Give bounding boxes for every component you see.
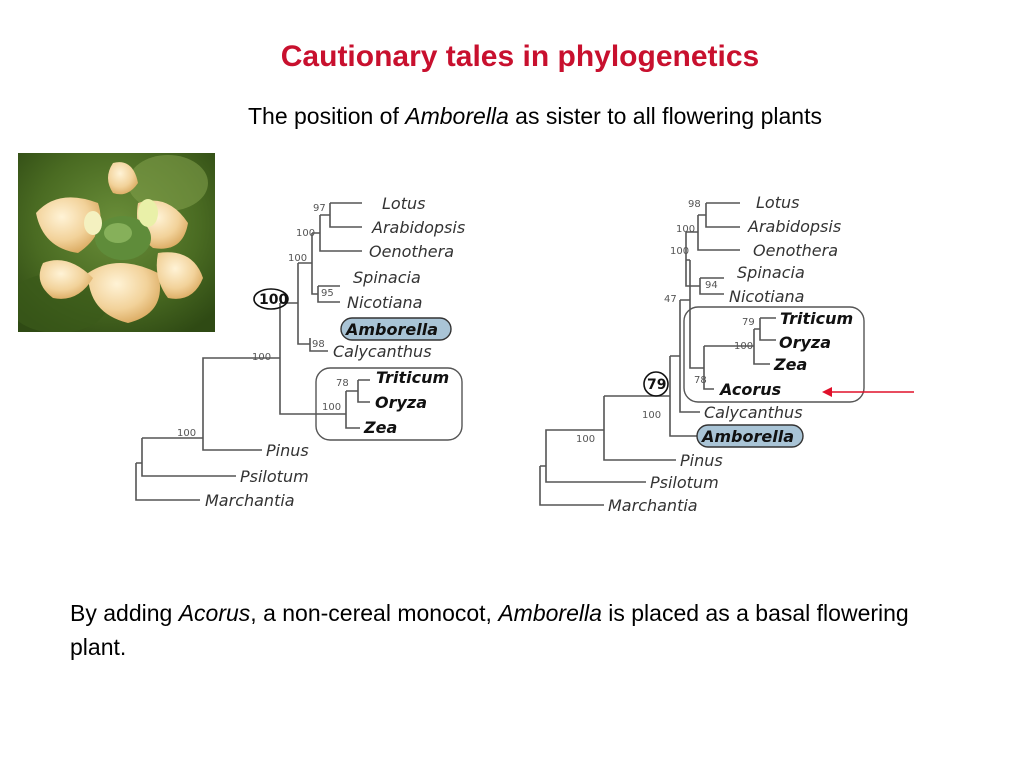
support-circle <box>643 371 669 397</box>
amborella-flower-photo <box>18 153 215 332</box>
support-value: 79 <box>647 377 666 393</box>
taxon-label: Triticum <box>376 368 449 387</box>
taxon-label: Psilotum <box>240 467 309 486</box>
support-value: 95 <box>321 288 334 299</box>
tree-branch <box>703 345 754 390</box>
tree-branch <box>699 277 724 295</box>
support-value: 100 <box>252 352 271 363</box>
tree-branch <box>759 317 776 341</box>
tree-branch <box>603 395 676 461</box>
taxon-label: Psilotum <box>650 473 719 492</box>
tree-branch <box>753 328 770 365</box>
tree-branch <box>539 465 604 506</box>
tree-branch <box>679 299 700 413</box>
amborella-highlight <box>340 317 452 341</box>
support-value: 100 <box>296 228 315 239</box>
tree-branch <box>141 437 236 477</box>
taxon-label: Marchantia <box>608 496 698 515</box>
taxon-label: Acorus <box>718 380 781 399</box>
tree-branch <box>545 429 646 483</box>
taxon-label: Arabidopsis <box>747 217 841 236</box>
tree-branch <box>279 302 346 415</box>
taxon-label: Spinacia <box>737 263 805 282</box>
tree-branch <box>135 462 200 501</box>
right-tree: Lotus Arabidopsis Oenothera Spinacia Nic… <box>539 193 865 515</box>
slide-title: Cautionary tales in phylogenetics <box>280 40 760 73</box>
taxon-label: Spinacia <box>353 268 421 287</box>
left-tree: Lotus Arabidopsis Oenothera Spinacia Nic… <box>135 194 465 510</box>
taxon-label: Nicotiana <box>347 293 422 312</box>
taxon-label: Amborella <box>700 427 794 446</box>
support-value: 97 <box>313 203 326 214</box>
support-value: 47 <box>664 294 677 305</box>
support-circle <box>253 288 289 310</box>
support-value: 98 <box>688 199 701 210</box>
support-value: 100 <box>642 410 661 421</box>
amborella-highlight <box>696 424 804 448</box>
taxon-label: Calycanthus <box>333 342 432 361</box>
taxon-label: Lotus <box>756 193 799 212</box>
taxon-label: Pinus <box>266 441 309 460</box>
tree-branch <box>202 357 280 451</box>
support-value: 100 <box>259 292 288 308</box>
support-value: 78 <box>694 375 707 386</box>
taxon-label: Calycanthus <box>704 403 803 422</box>
monocot-group-box <box>315 367 463 441</box>
slide-subtitle: The position of Amborella as sister to a… <box>247 103 822 129</box>
support-value: 100 <box>676 224 695 235</box>
tree-branch <box>357 379 370 403</box>
tree-branch <box>329 202 362 228</box>
support-value: 100 <box>670 246 689 257</box>
tree-branch <box>345 390 360 429</box>
taxon-label: Zea <box>773 355 807 374</box>
tree-branch <box>686 259 704 369</box>
taxon-label: Oryza <box>375 393 427 412</box>
slide-caption: By adding Acorus, a non-cereal monocot, … <box>70 600 909 660</box>
tree-branch <box>319 214 362 252</box>
tree-branch <box>309 338 328 352</box>
taxon-label: Amborella <box>344 320 438 339</box>
support-value: 94 <box>705 280 718 291</box>
taxon-label: Arabidopsis <box>371 218 465 237</box>
support-value: 100 <box>322 402 341 413</box>
support-value: 78 <box>336 378 349 389</box>
tree-branch <box>685 231 700 287</box>
support-value: 100 <box>288 253 307 264</box>
taxon-label: Lotus <box>382 194 425 213</box>
support-value: 79 <box>742 317 755 328</box>
taxon-label: Marchantia <box>205 491 295 510</box>
tree-branch <box>317 285 340 303</box>
tree-branch <box>705 202 740 228</box>
tree-branch <box>311 232 320 295</box>
acorus-arrow <box>822 387 914 397</box>
monocot-group-box <box>683 306 865 403</box>
taxon-label: Pinus <box>680 451 723 470</box>
taxon-label: Oenothera <box>753 241 838 260</box>
support-value: 100 <box>734 341 753 352</box>
taxon-label: Triticum <box>780 309 853 328</box>
support-value: 98 <box>312 339 325 350</box>
support-value: 100 <box>576 434 595 445</box>
taxon-label: Oenothera <box>369 242 454 261</box>
tree-branch <box>297 262 312 345</box>
taxon-label: Nicotiana <box>729 287 804 306</box>
tree-branch <box>697 214 740 251</box>
taxon-label: Oryza <box>779 333 831 352</box>
support-value: 100 <box>177 428 196 439</box>
tree-branch <box>669 355 698 437</box>
taxon-label: Zea <box>363 418 397 437</box>
